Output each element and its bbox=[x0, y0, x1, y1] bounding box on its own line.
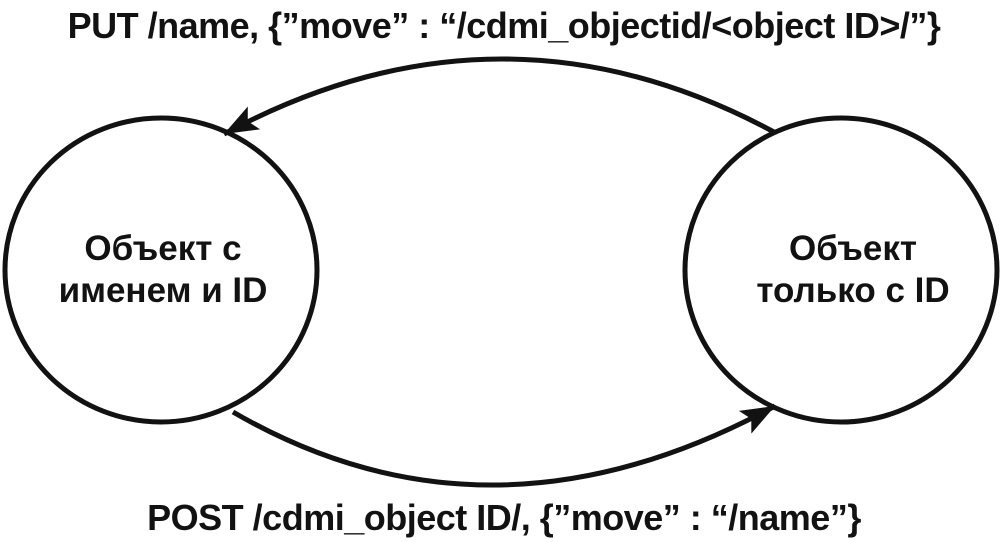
right-node-circle bbox=[682, 115, 1000, 425]
left-node-circle bbox=[2, 115, 320, 425]
put-request-label: PUT /name, {”move” : “/cdmi_objectid/<ob… bbox=[67, 5, 941, 46]
post-request-label: POST /cdmi_object ID/, {”move” : “/name”… bbox=[147, 497, 861, 538]
post-id-arrow bbox=[231, 403, 777, 488]
left-node-line-1: Объект с bbox=[84, 229, 242, 268]
right-node-line-1: Объект bbox=[788, 229, 918, 268]
left-node-label: Объект с именем и ID bbox=[13, 228, 313, 312]
left-node-line-2: именем и ID bbox=[58, 271, 268, 310]
put-name-arrow bbox=[222, 56, 776, 137]
right-node-line-2: только с ID bbox=[756, 271, 950, 310]
right-node-label: Объект только с ID bbox=[703, 228, 1003, 312]
